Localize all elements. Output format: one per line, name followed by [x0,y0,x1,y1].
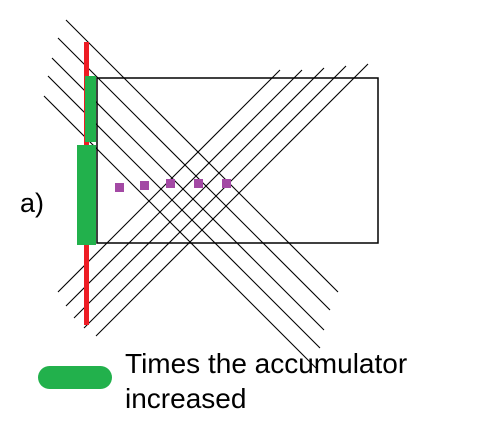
sample-markers [115,179,231,192]
diagonal-line-down [57,37,331,311]
diagonal-line-up [65,69,303,307]
diagonal-line-up [95,63,369,337]
sample-marker [222,179,231,188]
sample-marker [194,179,203,188]
accumulator-bar-lower [77,145,96,245]
sample-marker [140,181,149,190]
sample-marker [115,183,124,192]
legend: Times the accumulator increased [38,348,407,414]
legend-text-line-1: Times the accumulator [125,348,407,379]
diagonal-line-up [73,67,325,319]
diagonal-line-down [51,57,325,331]
panel-label: a) [20,188,44,218]
accumulator-bars [77,76,96,245]
legend-swatch [38,366,112,389]
diagonal-line-down [65,19,339,293]
diagonal-line-up [83,65,347,329]
accumulator-bar-upper [85,76,96,142]
sample-marker [166,179,175,188]
legend-text-line-2: increased [125,383,246,414]
